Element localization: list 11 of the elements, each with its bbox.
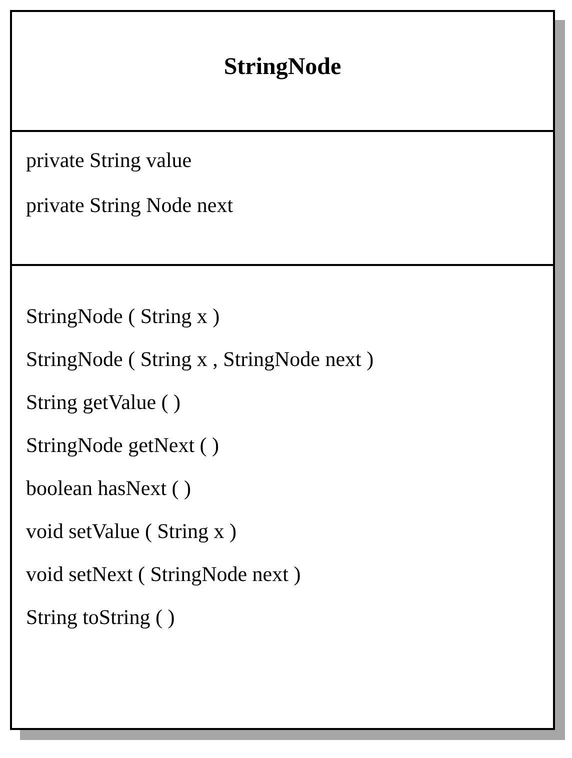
- method-text: void setNext ( StringNode next ): [26, 562, 301, 587]
- method-text: StringNode getNext ( ): [26, 433, 220, 458]
- method-text: String getValue ( ): [26, 390, 181, 415]
- method-text: StringNode ( String x , StringNode next ): [26, 347, 374, 372]
- method-text: StringNode ( String x ): [26, 304, 220, 329]
- method-text: void setValue ( String x ): [26, 519, 237, 544]
- class-name: StringNode: [224, 54, 342, 81]
- attribute-text: private String value: [26, 148, 192, 173]
- attribute-text: private String Node next: [26, 193, 234, 218]
- method-text: String toString ( ): [26, 605, 175, 630]
- method-text: boolean hasNext ( ): [26, 476, 192, 501]
